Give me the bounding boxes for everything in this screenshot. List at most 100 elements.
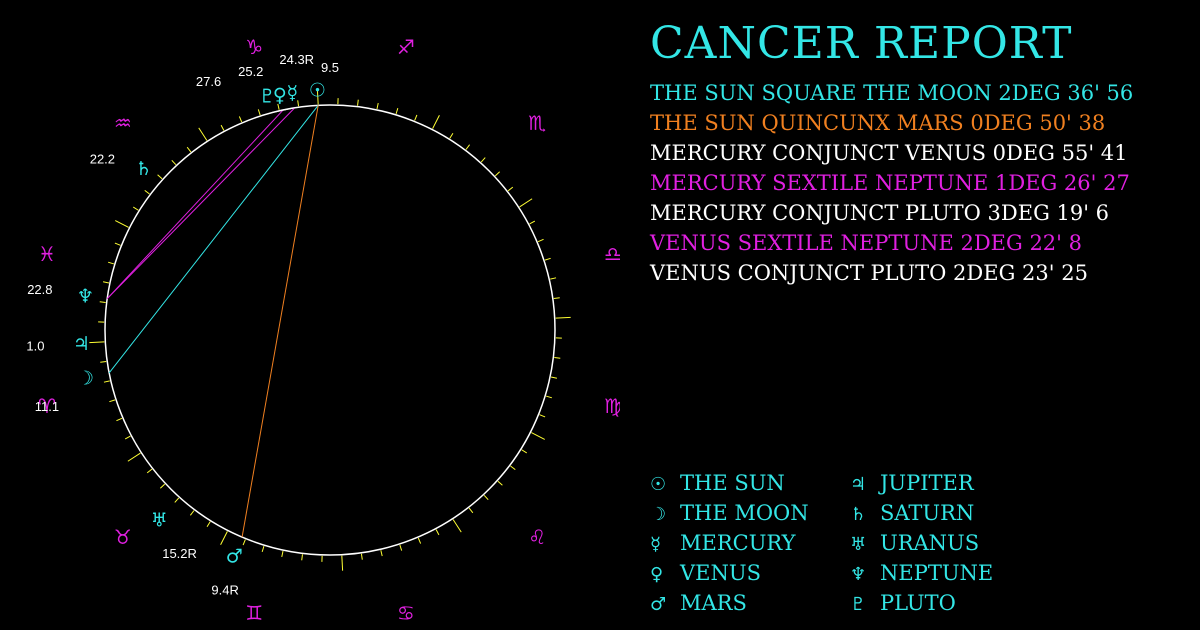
degree-tick [114,242,121,246]
moon-icon: ☽ [650,504,667,525]
wheel-circle [104,104,556,556]
degree-tick [242,539,246,546]
degree-label-neptune: 22.8 [27,282,52,297]
degree-tick [301,554,303,561]
degree-tick [395,107,399,115]
legend-item: ♆NEPTUNE [850,558,993,588]
legend-label: MARS [680,591,747,615]
degree-tick [399,544,403,551]
natal-chart-wheel: ♑♐♏♎♍♌♋♊♉♈♓♒☉9.5☿24.3R♀25.2♇27.6♄22.2♆22… [26,35,620,625]
degree-tick [555,316,571,319]
sun-icon: ☉ [309,79,326,101]
cancer-icon: ♋ [397,601,415,625]
degree-tick [157,174,163,180]
libra-icon: ♎ [604,242,620,266]
degree-tick [553,297,560,300]
degree-tick [124,435,131,440]
degree-tick [132,206,139,211]
degree-tick [220,531,228,545]
page-title: CANCER REPORT [650,18,1073,69]
legend-label: JUPITER [880,471,974,495]
degree-tick [468,507,474,514]
degree-tick [174,497,180,503]
mars-icon: ♂ [226,546,243,568]
degree-label-mars: 9.4R [211,583,238,598]
degree-tick [316,89,319,105]
degree-tick [521,449,528,454]
degree-tick [417,537,422,544]
aspect-item: MERCURY CONJUNCT VENUS 0DEG 55' 41 [650,141,1128,165]
legend-item: ♄ SATURN [850,498,993,528]
legend-label: SATURN [880,501,975,525]
leo-icon: ♌ [528,525,546,549]
pluto-icon: ♇ [259,85,276,107]
degree-label-pluto: 27.6 [196,74,221,89]
jupiter-icon: ♃ [850,474,867,495]
degree-tick [497,480,503,486]
uranus-icon: ♅ [850,534,867,555]
taurus-icon: ♉ [114,525,132,549]
degree-label-venus: 25.2 [238,64,263,79]
degree-tick [159,483,166,489]
degree-tick [261,545,265,553]
degree-label-mercury: 24.3R [279,52,314,67]
degree-tick [483,494,489,501]
aquarius-icon: ♒ [114,111,132,135]
degree-label-uranus: 15.2R [162,546,197,561]
degree-tick [554,357,561,359]
degree-tick [510,465,516,471]
degree-label-saturn: 22.2 [90,151,115,166]
degree-tick [189,510,195,516]
degree-tick [115,220,129,228]
aspect-item: THE SUN SQUARE THE MOON 2DEG 36' 56 [650,81,1134,105]
jupiter-icon: ♃ [73,333,90,355]
degree-tick [103,380,110,383]
pisces-icon: ♓ [38,242,56,266]
aspect-item: THE SUN QUINCUNX MARS 0DEG 50' 38 [650,111,1106,135]
legend-item: ♃ JUPITER [850,468,993,498]
degree-label-moon: 11.1 [35,399,59,414]
legend-item: ♀ VENUS [650,558,809,588]
degree-tick [507,186,514,192]
degree-label-jupiter: 1.0 [26,338,44,353]
mercury-icon: ☿ [650,534,662,555]
degree-tick [107,261,115,265]
planet-legend-left: ☉THE SUN☽THE MOON☿MERCURY♀VENUS♂MARS [650,468,809,618]
legend-label: VENUS [680,561,761,585]
degree-tick [116,417,123,422]
degree-tick [531,432,545,440]
aspect-item: VENUS SEXTILE NEPTUNE 2DEG 22' 8 [650,231,1082,255]
degree-tick [545,395,553,399]
capricorn-icon: ♑ [245,35,263,59]
aspect-item: MERCURY SEXTILE NEPTUNE 1DEG 26' 27 [650,171,1130,195]
degree-tick [480,157,486,163]
degree-tick [144,189,150,195]
degree-tick [238,116,243,123]
legend-label: THE SUN [680,471,785,495]
saturn-icon: ♄ [850,504,867,525]
legend-item: ☿MERCURY [650,528,809,558]
neptune-icon: ♆ [850,564,867,585]
mars-icon: ♂ [650,594,667,615]
venus-icon: ♀ [650,564,664,585]
degree-tick [99,301,106,303]
aspect-line [271,109,284,114]
degree-tick [414,114,418,121]
degree-label-sun: 9.5 [321,60,339,75]
degree-tick [186,146,192,153]
legend-item: ♂ MARS [650,588,809,618]
degree-tick [550,277,557,280]
aspect-line [106,107,296,300]
degree-tick [452,519,462,533]
gemini-icon: ♊ [245,601,263,625]
degree-tick [544,257,551,261]
degree-tick [100,360,107,363]
legend-label: URANUS [880,531,980,555]
aspect-list: THE SUN SQUARE THE MOON 2DEG 36' 56 THE S… [650,78,1133,288]
degree-tick [127,452,141,462]
uranus-icon: ♅ [151,510,168,532]
venus-icon: ♀ [273,84,287,106]
degree-tick [102,281,110,284]
legend-label: THE MOON [680,501,809,525]
legend-item: ☽ THE MOON [650,498,809,528]
